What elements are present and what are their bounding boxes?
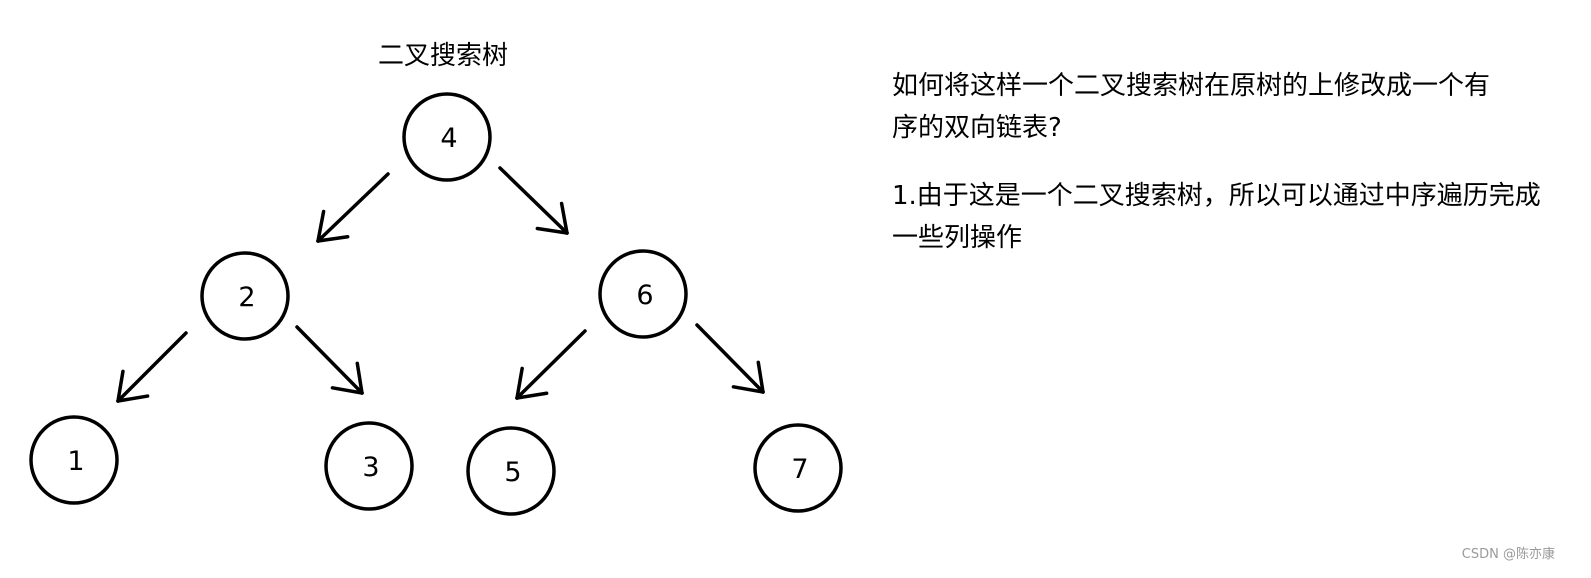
- node-label: 4: [440, 123, 457, 154]
- edge-arrow-6-to-5: [515, 329, 587, 400]
- tree-node-7: 7: [753, 423, 843, 513]
- edge-arrow-2-to-3: [295, 325, 364, 395]
- node-label: 7: [791, 454, 808, 485]
- tree-node-6: 6: [598, 249, 688, 339]
- node-label: 1: [67, 446, 84, 477]
- node-label: 3: [362, 452, 379, 483]
- edge-arrow-6-to-7: [695, 323, 765, 394]
- edge-arrow-4-to-6: [498, 166, 569, 235]
- tree-node-3: 3: [324, 421, 414, 511]
- tree-node-1: 1: [29, 415, 119, 505]
- answer-text: 1.由于这是一个二叉搜索树，所以可以通过中序遍历完成 一些列操作: [892, 175, 1582, 259]
- tree-node-2: 2: [200, 251, 290, 341]
- edge-arrow-4-to-2: [316, 172, 390, 243]
- question-line-2: 序的双向链表?: [892, 113, 1062, 143]
- watermark: CSDN @陈亦康: [1461, 547, 1555, 562]
- question-line-1: 如何将这样一个二叉搜索树在原树的上修改成一个有: [892, 71, 1491, 101]
- question-text: 如何将这样一个二叉搜索树在原树的上修改成一个有 序的双向链表?: [892, 65, 1532, 149]
- answer-line-1: 1.由于这是一个二叉搜索树，所以可以通过中序遍历完成: [892, 181, 1541, 211]
- node-label: 5: [504, 457, 521, 488]
- edge-arrow-2-to-1: [116, 331, 188, 403]
- tree-node-5: 5: [466, 426, 556, 516]
- diagram-title: 二叉搜索树: [378, 41, 509, 71]
- node-label: 6: [636, 280, 653, 311]
- tree-node-4: 4: [402, 92, 492, 182]
- node-label: 2: [238, 282, 255, 313]
- answer-line-2: 一些列操作: [892, 223, 1023, 253]
